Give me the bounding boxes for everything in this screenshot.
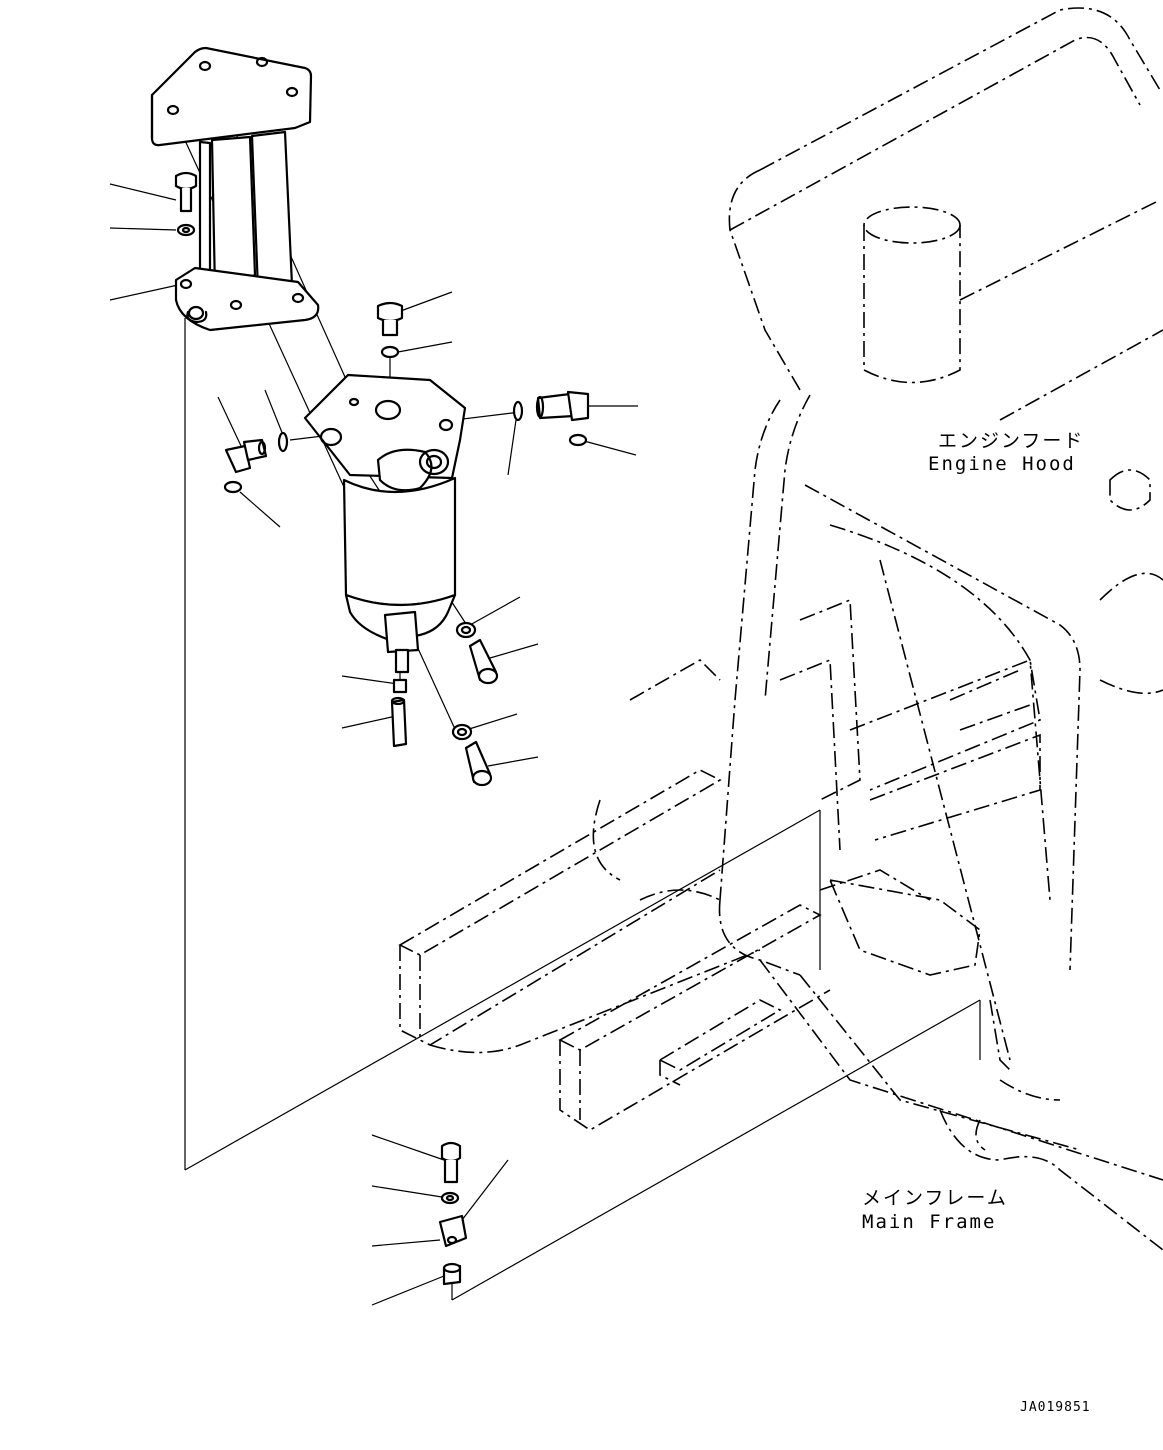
fuel-filter: [305, 375, 465, 672]
engine-hood-outline: [720, 8, 1163, 1060]
left-elbow-fitting: [225, 433, 287, 492]
right-elbow-fitting: [514, 392, 588, 445]
exhaust-stack: [864, 207, 960, 383]
main-frame-label-jp: メインフレーム: [862, 1186, 1008, 1210]
bracket-bolt: [176, 173, 196, 235]
top-bolt: [378, 303, 402, 357]
filter-bracket: [152, 48, 318, 330]
drawing-code: JA019851: [1020, 1400, 1091, 1415]
drain-parts: [392, 680, 406, 746]
callout-leaders: [110, 184, 638, 1305]
lower-bolt-lower: [453, 725, 491, 785]
leader-lines: [172, 65, 980, 1300]
engine-hood-label-jp: エンジンフード: [938, 429, 1084, 453]
main-frame-outline: [400, 600, 1163, 1250]
main-frame-label-en: Main Frame: [862, 1210, 996, 1234]
bottom-hardware: [440, 1143, 466, 1284]
engine-hood-label-en: Engine Hood: [928, 452, 1076, 476]
lower-bolt-upper: [457, 623, 497, 683]
